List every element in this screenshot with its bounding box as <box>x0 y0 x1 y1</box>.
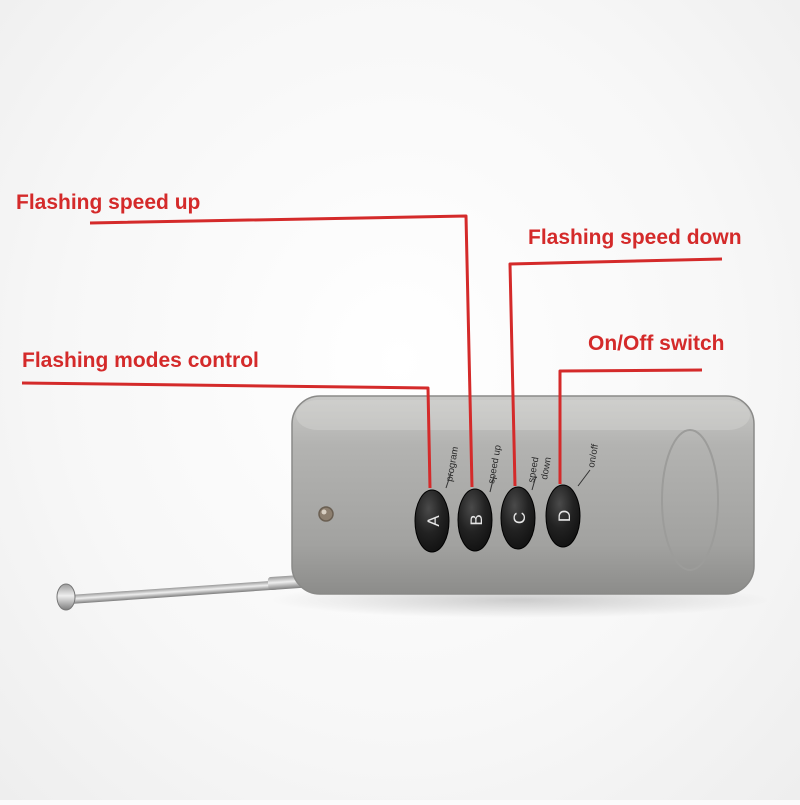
battery-cover-outline <box>661 429 719 571</box>
leader-lines <box>21 214 723 489</box>
callout-onoff-switch: On/Off switch <box>588 332 725 355</box>
button-a-caption-line <box>445 472 452 489</box>
callout-flashing-modes-control: Flashing modes control <box>22 349 259 372</box>
callout-flashing-speed-up: Flashing speed up <box>16 191 201 214</box>
button-c-caption-line <box>531 475 537 491</box>
leader-line-speed-down <box>508 257 723 487</box>
callout-flashing-speed-down: Flashing speed down <box>528 226 742 249</box>
button-d-letter: D <box>555 510 574 522</box>
button-d[interactable]: D <box>545 484 581 548</box>
button-c-caption-line1: speed <box>526 456 541 483</box>
leader-line-modes <box>21 381 432 489</box>
button-d-caption: on/off <box>586 443 601 469</box>
leader-line-onoff <box>558 368 703 484</box>
button-b-letter: B <box>467 514 486 525</box>
antenna <box>56 574 305 611</box>
leader-line-speed-up <box>89 214 474 488</box>
antenna-tip <box>56 583 76 611</box>
button-a[interactable]: A <box>414 489 450 553</box>
button-a-letter: A <box>424 515 443 527</box>
led-indicator <box>318 506 334 522</box>
button-d-caption-line <box>577 469 591 487</box>
button-c[interactable]: C <box>500 486 536 550</box>
button-b[interactable]: B <box>457 488 493 552</box>
button-c-letter: C <box>510 512 529 524</box>
button-b-caption-line <box>489 475 495 493</box>
button-c-caption-line2: down <box>539 456 554 480</box>
